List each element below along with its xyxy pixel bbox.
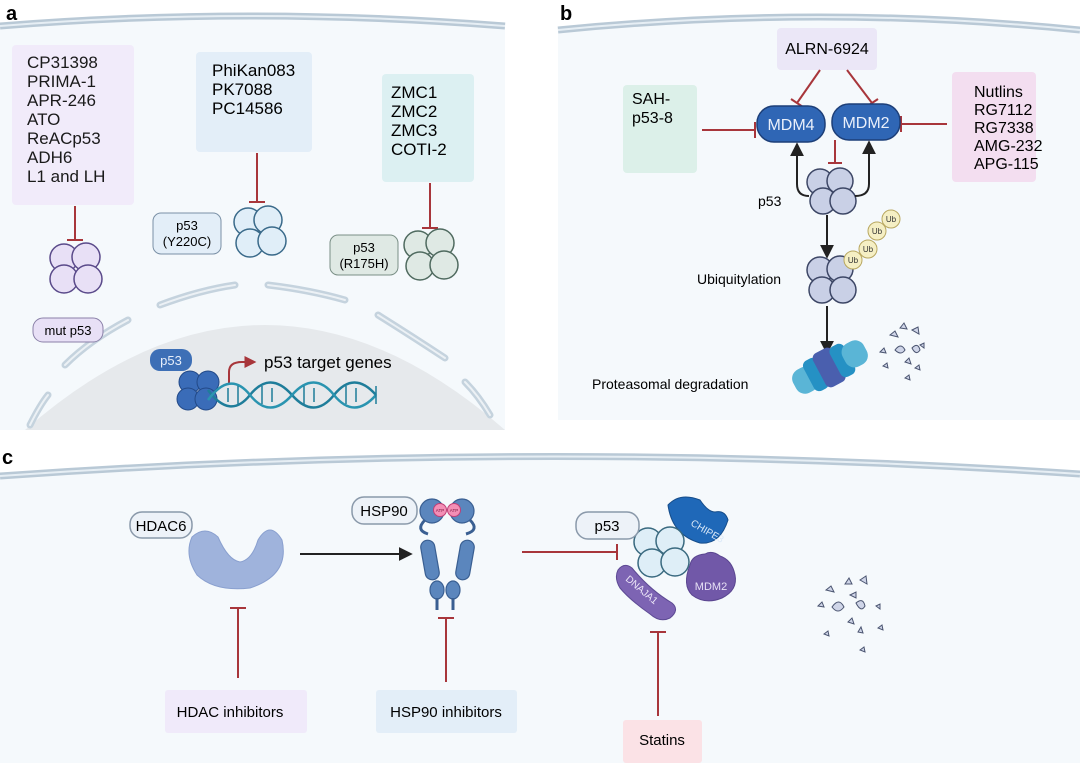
- atp-molecules: ATP ATP: [433, 503, 461, 517]
- drug-name: APG-115: [974, 156, 1039, 173]
- statins-label: Statins: [639, 732, 685, 749]
- drug-list-y220c: PhiKan083 PK7088 PC14586: [212, 61, 295, 118]
- ub-label: Ub: [848, 256, 859, 265]
- drug-name: APR-246: [27, 91, 96, 110]
- p53-r175h-label: p53: [353, 240, 375, 255]
- ub-label: Ub: [863, 245, 874, 254]
- p53-r175h-mutation: (R175H): [339, 256, 388, 271]
- statins-box: [623, 720, 702, 763]
- peptide-fragments-c: [816, 575, 884, 653]
- drug-name: L1 and LH: [27, 167, 105, 186]
- panel-label-a: a: [6, 3, 18, 25]
- target-genes-label: p53 target genes: [264, 353, 392, 372]
- degradation-label: Proteasomal degradation: [592, 376, 748, 392]
- p53-y220c-tag: [152, 212, 222, 255]
- dna-helix: [206, 381, 377, 409]
- p53-y220c-label: p53: [176, 218, 198, 233]
- nuclear-p53-label: p53: [160, 353, 182, 368]
- panel-label-c: c: [2, 447, 13, 469]
- peptide-fragments-b: [878, 322, 925, 381]
- ub-label: Ub: [886, 215, 897, 224]
- mut-p53-label: mut p53: [45, 323, 92, 338]
- drug-name: ZMC1: [391, 83, 437, 102]
- drug-name: Nutlins: [974, 84, 1023, 101]
- hdac6-tag: [129, 511, 193, 539]
- drug-list-reactivators: CP31398 PRIMA-1 APR-246 ATO ReACp53 ADH6…: [27, 53, 105, 186]
- cell-body-c: [0, 458, 1080, 763]
- hsp90-inhibitors-box: [376, 690, 517, 733]
- mdm2-pill: [831, 103, 901, 141]
- drug-name: ReACp53: [27, 129, 101, 148]
- p53-tetramer-c: [633, 526, 690, 578]
- p53-y220c-mutation: (Y220C): [163, 234, 211, 249]
- hdac6-protein: [188, 529, 284, 590]
- mut-p53-tag: [32, 317, 104, 343]
- drug-name: PK7088: [212, 80, 273, 99]
- drug-box-r175h: [382, 74, 474, 182]
- sah-box: [623, 85, 697, 173]
- drug-name: CP31398: [27, 53, 98, 72]
- alrn-label: ALRN-6924: [785, 41, 869, 58]
- p53-label-c: p53: [594, 518, 619, 535]
- nuclear-p53-tag: [150, 349, 192, 371]
- p53-y220c-tetramer: [233, 205, 287, 258]
- transcription-arrow: [228, 356, 257, 383]
- p53-tag-c: [575, 511, 640, 540]
- drug-box-y220c: [196, 52, 312, 152]
- drug-name: COTI-2: [391, 140, 447, 159]
- drug-box-reactivators: [12, 45, 134, 205]
- p53-tetramer-b: [806, 167, 857, 215]
- drug-list-r175h: ZMC1 ZMC2 ZMC3 COTI-2: [391, 83, 447, 159]
- nutlins-box: [952, 72, 1036, 182]
- drug-name: PC14586: [212, 99, 283, 118]
- ubiquitin-chain: [843, 209, 901, 270]
- panel-c: c HDAC6 HDAC inhibitors ATP ATP HSP90: [0, 447, 1080, 763]
- sah-label-2: p53-8: [632, 110, 673, 127]
- nucleus: [25, 325, 505, 430]
- ubiquitylation-label: Ubiquitylation: [697, 271, 781, 287]
- hdac-inhibitors-label: HDAC inhibitors: [177, 704, 284, 721]
- proteasome: [792, 340, 868, 394]
- mdm4-pill: [756, 105, 826, 143]
- p53-r175h-tag: [329, 234, 399, 276]
- mdm2-protein: [686, 551, 736, 602]
- drug-name: RG7338: [974, 120, 1034, 137]
- drug-name: ZMC3: [391, 121, 437, 140]
- sah-label-1: SAH-: [632, 91, 670, 108]
- hsp90-protein: [419, 498, 476, 610]
- hdac-inhibitors-box: [165, 690, 307, 733]
- ub-label: Ub: [872, 227, 883, 236]
- mut-p53-tetramer: [49, 242, 103, 294]
- drug-name: ADH6: [27, 148, 72, 167]
- mdm2-label: MDM2: [842, 115, 889, 132]
- drug-name: ATO: [27, 110, 60, 129]
- chipe3-protein: [667, 496, 729, 544]
- alrn-box: [777, 28, 877, 70]
- p53-r175h-tetramer: [403, 228, 459, 281]
- hsp90-label: HSP90: [360, 503, 408, 520]
- drug-name: AMG-232: [974, 138, 1043, 155]
- dnaja1-protein: [615, 564, 676, 621]
- ubiquitylated-p53: [806, 255, 857, 304]
- atp-label: ATP: [450, 508, 458, 513]
- panel-a: a CP31398 PRIMA-1 APR-246 ATO ReACp53: [0, 3, 506, 430]
- drug-name: ZMC2: [391, 102, 437, 121]
- mdm2-label-c: MDM2: [695, 581, 727, 593]
- hsp90-inhibitors-label: HSP90 inhibitors: [390, 704, 502, 721]
- atp-label: ATP: [436, 508, 444, 513]
- nutlins-list: Nutlins RG7112 RG7338 AMG-232 APG-115: [974, 84, 1043, 173]
- mdm4-label: MDM4: [767, 117, 814, 134]
- drug-name: PhiKan083: [212, 61, 295, 80]
- drug-name: RG7112: [974, 102, 1033, 119]
- p53-label-b: p53: [758, 193, 782, 209]
- panel-b: b ALRN-6924 SAH- p53-8 Nutlins RG7112 RG…: [557, 3, 1080, 420]
- drug-name: PRIMA-1: [27, 72, 96, 91]
- hsp90-tag: [351, 496, 418, 525]
- panel-label-b: b: [560, 3, 572, 25]
- hdac6-label: HDAC6: [136, 518, 187, 535]
